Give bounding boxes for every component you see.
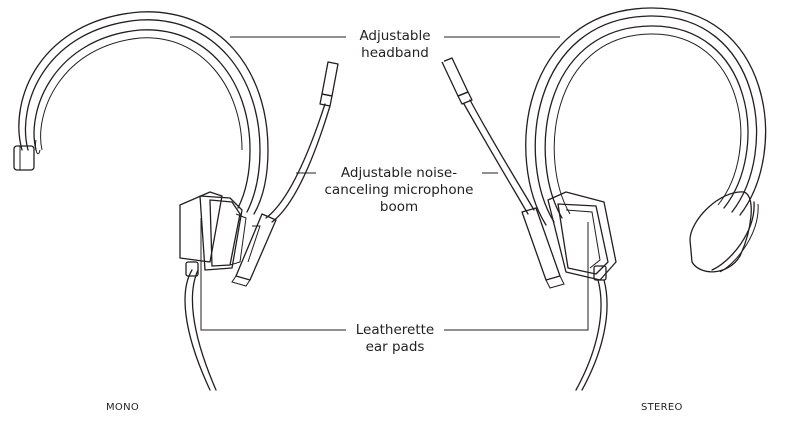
ear-pads-leader-lines [200, 218, 589, 331]
mono-caption: MONO [106, 402, 140, 413]
boom-callout: Adjustable noise- canceling microphone b… [316, 165, 482, 216]
stereo-headset-illustration [441, 7, 767, 391]
boom-callout-line3: boom [379, 199, 419, 215]
stereo-boom-microphone [441, 57, 565, 289]
ear-pads-callout-line1: Leatherette [355, 322, 435, 338]
stereo-cable [575, 265, 608, 391]
stereo-headband [525, 7, 767, 226]
mono-headset-illustration [13, 11, 339, 391]
headband-callout-line2: headband [361, 45, 429, 61]
mono-ear-cup [179, 191, 247, 271]
stereo-caption: STEREO [641, 402, 683, 413]
headband-callout: Adjustable headband [346, 28, 444, 62]
stereo-right-ear-cup [689, 191, 759, 273]
mono-headband [18, 11, 269, 215]
mono-end-cap [13, 145, 35, 171]
ear-pads-callout: Leatherette ear pads [346, 322, 444, 356]
mono-boom-microphone [231, 61, 339, 287]
ear-pads-callout-line2: ear pads [365, 339, 425, 355]
stereo-left-ear-cup [547, 191, 617, 281]
boom-callout-line1: Adjustable noise- [340, 165, 458, 181]
mono-cable [184, 261, 217, 391]
headband-callout-line1: Adjustable [359, 28, 431, 44]
boom-callout-line2: canceling microphone [324, 182, 474, 198]
